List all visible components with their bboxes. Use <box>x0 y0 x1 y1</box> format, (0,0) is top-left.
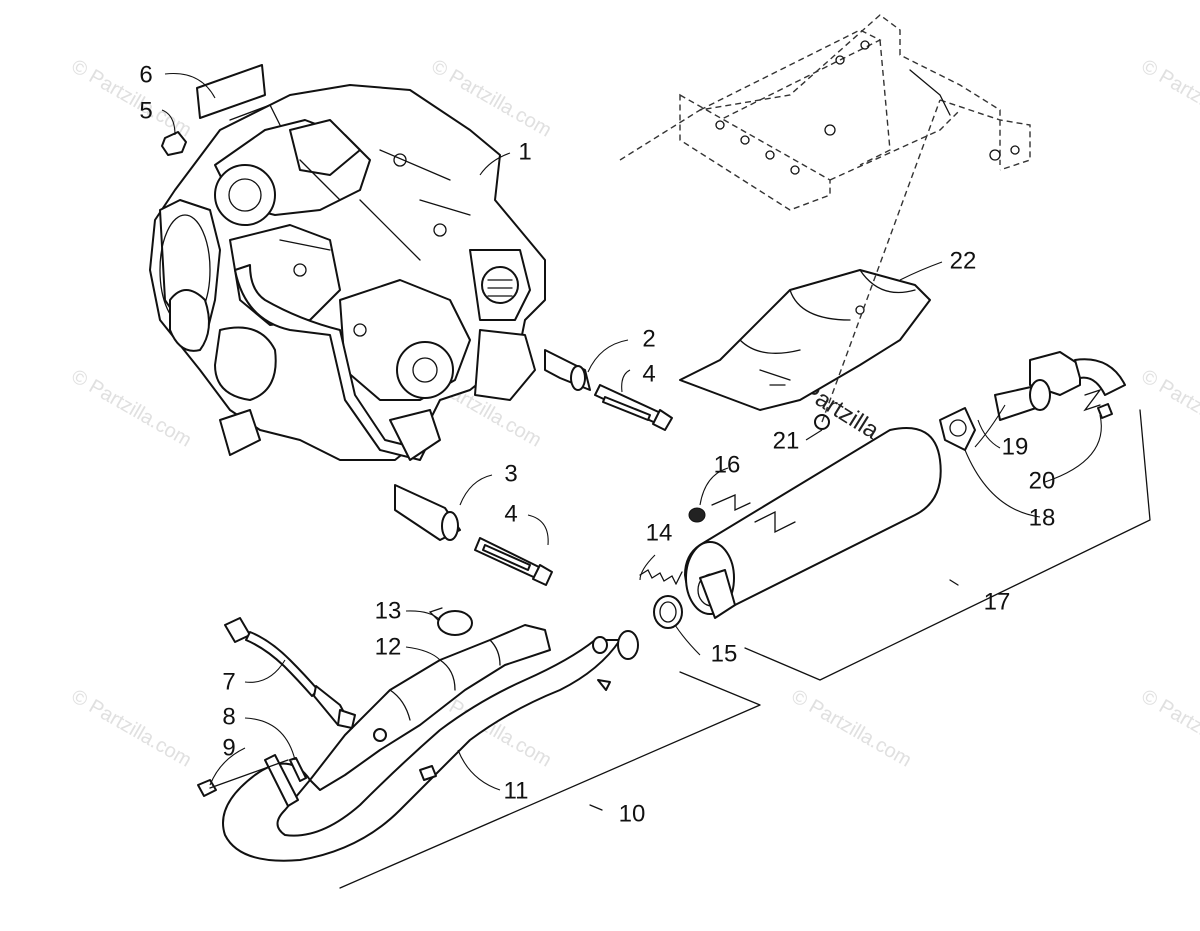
tailpipe-parts-18-19-20 <box>939 351 1126 451</box>
watermark: © Partzilla.com <box>68 55 196 141</box>
callout-13: 13 <box>375 597 402 624</box>
callout-21: 21 <box>773 427 800 454</box>
callout-12: 12 <box>375 633 402 660</box>
muffler-part-17 <box>684 427 942 619</box>
callout-4-lower: 4 <box>504 500 517 527</box>
gasket-part-15 <box>653 595 683 629</box>
callout-8: 8 <box>222 703 235 730</box>
frame-outline <box>619 14 1031 211</box>
watermark: © Partzilla.com <box>68 685 196 771</box>
callout-17: 17 <box>984 588 1011 615</box>
callout-20: 20 <box>1029 467 1056 494</box>
watermark: © Partzilla.com <box>1138 365 1200 451</box>
callout-10: 10 <box>619 800 646 827</box>
callout-3: 3 <box>504 460 517 487</box>
bolts-part-4 <box>482 396 651 571</box>
oxygen-sensor-part-7 <box>224 617 356 729</box>
callout-16: 16 <box>714 451 741 478</box>
nut-and-label <box>161 64 266 156</box>
watermark: © Partzilla.com <box>1138 55 1200 141</box>
callout-1: 1 <box>518 138 531 165</box>
callout-15: 15 <box>711 640 738 667</box>
callout-9: 9 <box>222 734 235 761</box>
spring-part-14 <box>639 569 683 585</box>
callout-22: 22 <box>950 247 977 274</box>
watermark: © Partzilla.com <box>68 365 196 451</box>
engine-assembly <box>149 84 546 461</box>
leader-lines <box>161 72 1151 889</box>
callout-11: 11 <box>504 777 529 804</box>
gasket-and-nut-parts-8-9 <box>197 754 307 807</box>
callout-19: 19 <box>1002 433 1029 460</box>
callout-2: 2 <box>642 325 655 352</box>
fitting-part-2 <box>544 349 673 431</box>
callout-14: 14 <box>646 519 673 546</box>
watermark: © Partzilla.com <box>1138 685 1200 771</box>
header-pipe-part-11 <box>222 630 639 862</box>
callout-numbers: 6 5 1 2 4 3 4 22 21 16 14 15 19 20 18 17… <box>139 61 1055 827</box>
callout-5: 5 <box>139 97 152 124</box>
callout-7: 7 <box>222 668 235 695</box>
heat-shield-part-22 <box>679 269 931 411</box>
grommet-part-16 <box>688 494 751 523</box>
watermark: © Partzilla.com <box>788 685 916 771</box>
callout-18: 18 <box>1029 504 1056 531</box>
clamp-part-13 <box>428 607 473 636</box>
callout-6: 6 <box>139 61 152 88</box>
heat-shield-part-12 <box>309 624 551 791</box>
callout-4-upper: 4 <box>642 360 655 387</box>
